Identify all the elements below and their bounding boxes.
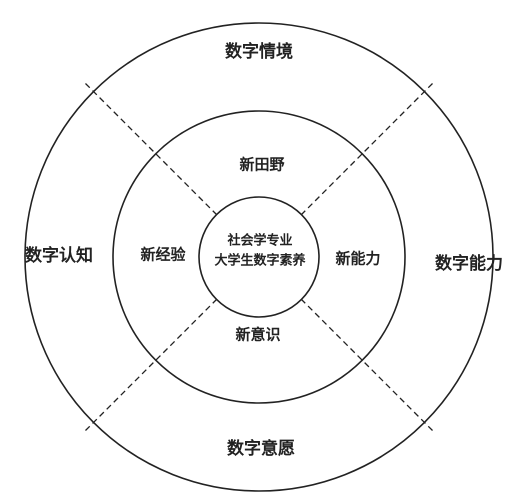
core-circle (198, 196, 320, 318)
divider-bottom-right (300, 298, 435, 433)
divider-top-right (300, 81, 435, 216)
divider-bottom-left (83, 298, 218, 433)
outer-ring (24, 22, 494, 492)
outer-label-left: 数字认知 (25, 245, 93, 266)
middle-label-right: 新能力 (335, 250, 380, 268)
middle-label-top: 新田野 (239, 156, 284, 174)
core-label-line1: 社会学专业 (226, 233, 292, 249)
outer-label-top: 数字情境 (225, 41, 293, 62)
divider-top-left (83, 81, 218, 216)
middle-label-bottom: 新意识 (235, 326, 280, 344)
middle-label-left: 新经验 (140, 246, 186, 264)
outer-label-right: 数字能力 (435, 253, 503, 274)
core-label-line2: 大学生数字素养 (214, 253, 306, 269)
middle-ring (112, 110, 406, 404)
outer-label-bottom: 数字意愿 (227, 438, 295, 459)
